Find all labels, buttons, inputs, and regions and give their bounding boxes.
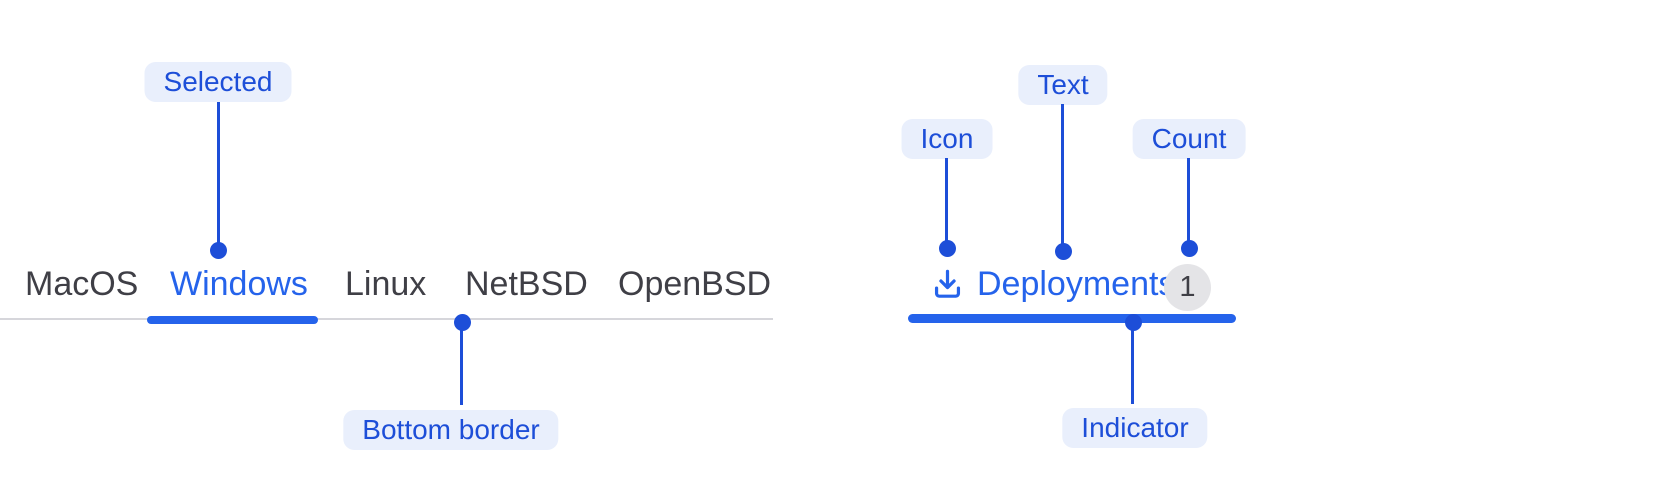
annotation-bottom-border-dot (454, 314, 471, 331)
annotation-selected-line (217, 102, 220, 247)
annotation-icon-pill: Icon (901, 119, 993, 159)
count-badge-value: 1 (1179, 271, 1196, 303)
annotation-bottom-border-pill: Bottom border (343, 410, 559, 450)
tab-linux[interactable]: Linux (345, 265, 427, 303)
annotation-bottom-border-line (460, 325, 463, 405)
selected-tab-underline (147, 316, 318, 324)
tabbar-bottom-border (0, 318, 773, 320)
tab-indicator (908, 314, 1236, 323)
annotation-icon-line (945, 158, 948, 243)
annotation-text-dot (1055, 243, 1072, 260)
annotation-text-line (1061, 104, 1064, 246)
download-icon (934, 269, 961, 298)
annotation-icon-dot (939, 240, 956, 257)
annotation-selected-dot (210, 242, 227, 259)
annotation-count-line (1187, 158, 1190, 243)
annotation-text-pill: Text (1018, 65, 1108, 105)
tab-macos[interactable]: MacOS (25, 265, 139, 303)
count-badge: 1 (1164, 264, 1211, 311)
annotation-selected-pill: Selected (144, 62, 292, 102)
tab-openbsd[interactable]: OpenBSD (618, 265, 772, 303)
os-tabbar: MacOS Windows Linux NetBSD OpenBSD (0, 252, 773, 324)
deployments-tab[interactable]: Deployments 1 (908, 256, 1236, 324)
deployments-tab-label: Deployments (977, 265, 1176, 303)
annotation-indicator-dot (1125, 314, 1142, 331)
annotation-count-dot (1181, 240, 1198, 257)
annotation-indicator-line (1131, 326, 1134, 404)
tab-windows[interactable]: Windows (170, 265, 308, 303)
annotation-indicator-pill: Indicator (1062, 408, 1208, 448)
tab-netbsd[interactable]: NetBSD (465, 265, 588, 303)
annotation-count-pill: Count (1132, 119, 1246, 159)
